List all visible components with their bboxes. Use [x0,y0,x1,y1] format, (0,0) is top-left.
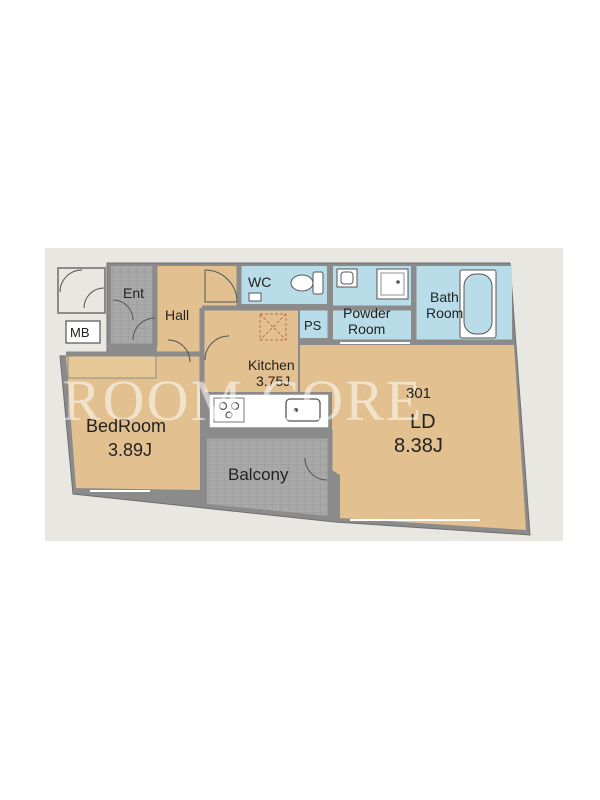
windows [90,342,480,521]
door-swings [59,269,328,481]
mb-box [65,320,101,344]
balcony-floor [207,438,328,516]
hall-floor [157,266,237,308]
kitchen-label: Kitchen [248,357,295,373]
kitchen-size: 3.75J [256,373,290,389]
bedroom-size: 3.89J [108,440,152,460]
wc-sink-icon [248,292,262,302]
hall-label: Hall [165,307,189,323]
entrance-porch [57,267,106,314]
ps-label: PS [304,318,322,333]
stove-icon [213,397,245,423]
powder-room-label-line2: Room [348,321,385,337]
bath-room-label-line1: Bath [430,289,459,305]
ld-label: LD [410,411,436,433]
washbasin-icon [336,268,358,288]
watermark: ROOM CORE [62,368,423,433]
toilet-icon [290,271,324,295]
wc-label: WC [248,274,271,290]
hatch-icon [259,313,287,341]
interior-walls [66,266,514,516]
bathtub-icon [459,269,497,339]
bath-room-label-line2: Room [426,305,463,321]
ld-size: 8.38J [394,435,443,457]
entrance-floor [111,266,155,346]
ps-shaft [300,310,328,338]
washing-machine-icon [376,268,409,300]
bedroom-floor [66,356,200,490]
kitchen-floor [204,310,298,392]
bedroom-label: BedRoom [86,416,166,436]
ent-label: Ent [123,285,144,301]
unit-number: 301 [406,385,431,402]
ld-floor [300,345,526,530]
balcony-label: Balcony [228,465,289,484]
powder-room-label-line1: Powder [343,305,391,321]
sink-icon [285,398,321,422]
mb-label: MB [70,325,90,340]
